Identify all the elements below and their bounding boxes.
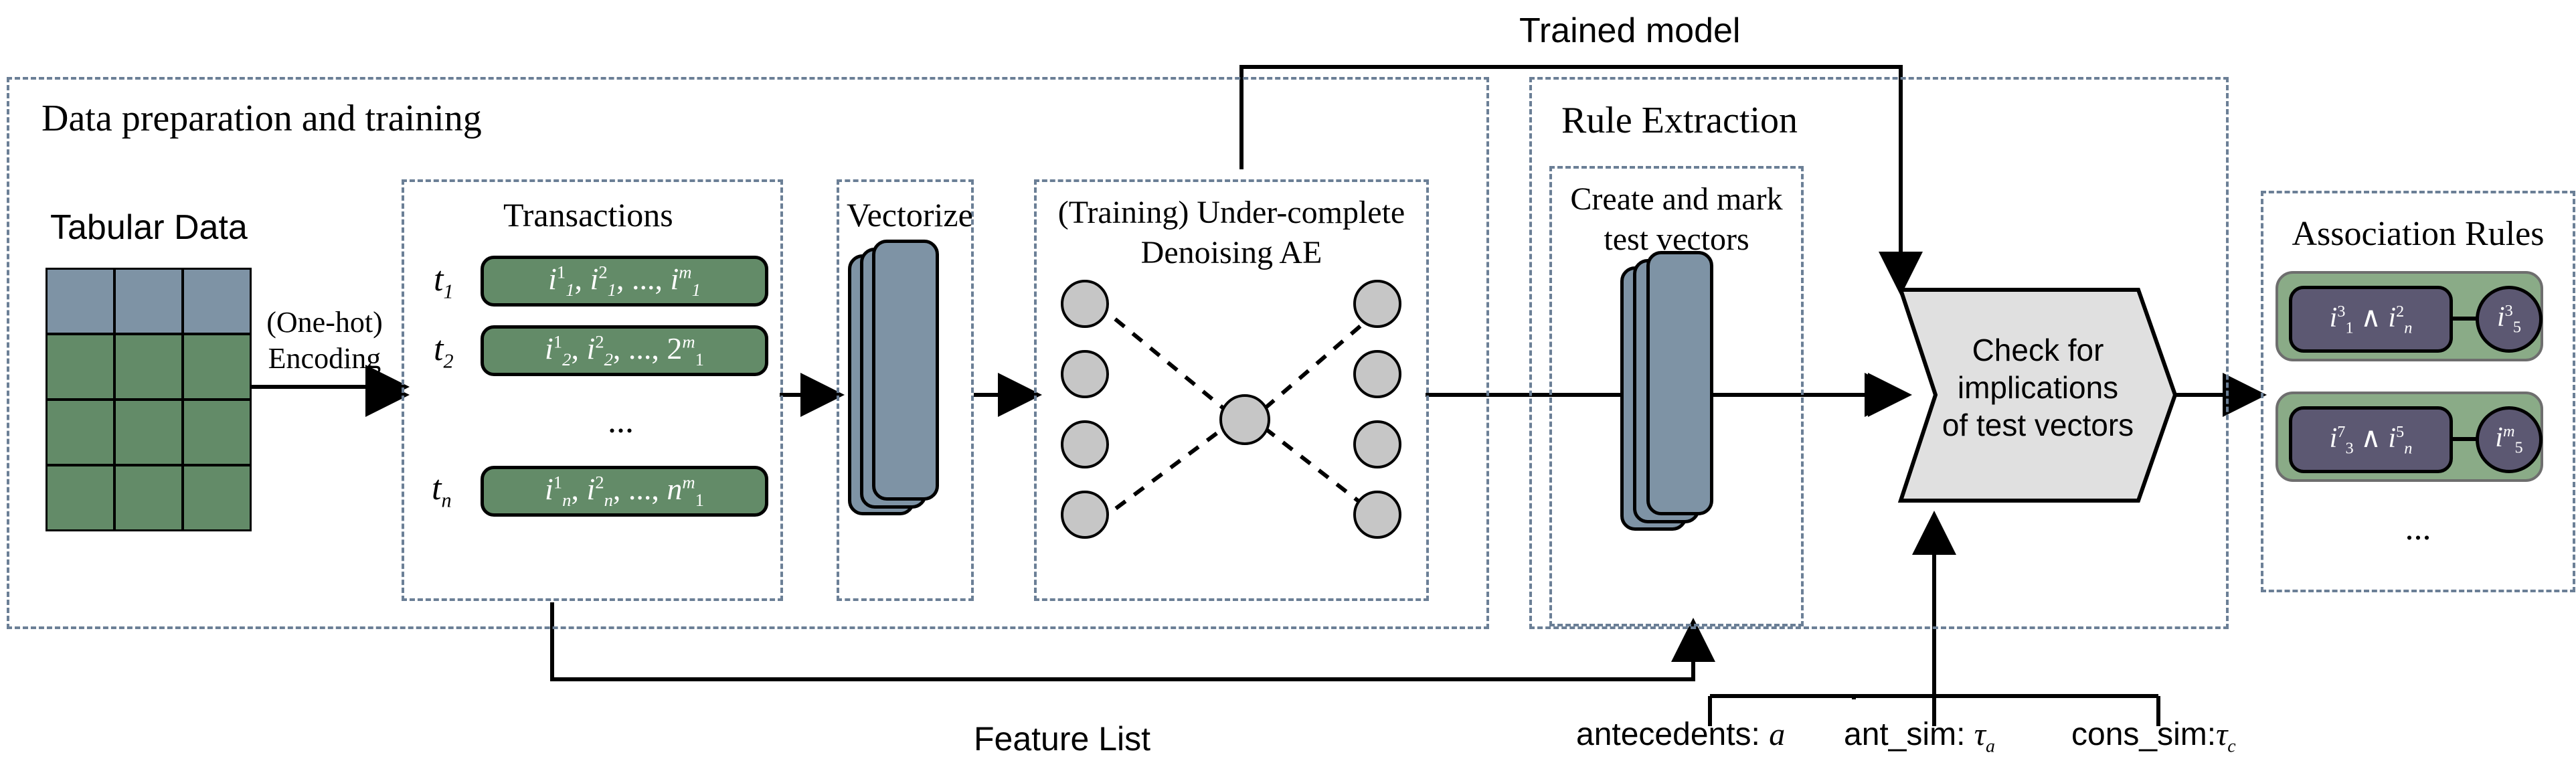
check-implications-node: Check for implications of test vectors <box>1897 288 2178 503</box>
t1-base: t <box>434 260 444 298</box>
table-cell <box>182 399 252 466</box>
table-cell <box>182 333 252 400</box>
ae-input-node-1 <box>1061 280 1109 328</box>
panel-association-rules <box>2261 191 2575 592</box>
transactions-title: Transactions <box>503 196 673 234</box>
param-ant-sim-label: ant_sim: <box>1844 717 1966 752</box>
ae-output-node-3 <box>1353 420 1401 468</box>
table-cell <box>46 464 115 531</box>
table-cell-header <box>114 268 183 335</box>
panel-title-association-rules: Association Rules <box>2292 215 2545 253</box>
panel-data-preparation <box>7 77 1489 629</box>
rule-2-consequent-text: im5 <box>2495 422 2523 457</box>
check-node-line3: of test vectors <box>1942 408 2134 443</box>
param-ant-sim-symbol: τ <box>1974 717 1986 752</box>
table-cell-header <box>46 268 115 335</box>
feature-list-label: Feature List <box>974 720 1151 758</box>
panel-rule-extraction <box>1529 77 2229 629</box>
check-node-line2: implications <box>1957 370 2119 406</box>
table-cell-header <box>182 268 252 335</box>
panel-title-data-preparation: Data preparation and training <box>41 98 482 139</box>
ae-output-node-2 <box>1353 350 1401 398</box>
param-ant-sim: ant_sim: τa <box>1844 716 1995 758</box>
table-cell <box>46 399 115 466</box>
tabular-data-title: Tabular Data <box>50 208 248 247</box>
check-node-line1: Check for <box>1972 333 2104 367</box>
hexagon-shape <box>1897 288 2178 503</box>
vectorize-title: Vectorize <box>847 196 973 234</box>
trained-model-label: Trained model <box>1519 11 1741 50</box>
vector-card-front <box>872 240 939 501</box>
feature-list-arrow <box>550 602 1715 681</box>
check-node-text: Check for implications of test vectors <box>1901 331 2175 444</box>
rule-1-consequent-text: i35 <box>2496 302 2522 337</box>
ae-input-node-2 <box>1061 350 1109 398</box>
tabular-data-grid <box>46 268 253 532</box>
test-vectors-title-line1: Create and mark <box>1570 181 1783 217</box>
rule-2-consequent: im5 <box>2476 406 2543 473</box>
autoencoder-title-line1: (Training) Under-complete <box>1057 195 1405 230</box>
ae-bottleneck-node <box>1219 394 1270 445</box>
panel-transactions <box>402 179 783 601</box>
transaction-row-t1: i11, i21, ..., im1 <box>481 256 768 307</box>
t2-sub: 2 <box>443 349 454 373</box>
association-rule-2: i73 ∧ i5n im5 <box>2276 392 2543 482</box>
table-cell <box>46 333 115 400</box>
transaction-row-t1-content: i11, i21, ..., im1 <box>548 262 701 300</box>
association-rule-1: i31 ∧ i2n i35 <box>2276 271 2543 361</box>
t2-base: t <box>434 330 444 368</box>
table-cell <box>114 333 183 400</box>
onehot-encoding-label: (One-hot) Encoding <box>258 305 392 376</box>
ae-output-node-4 <box>1353 491 1401 539</box>
param-antecedents-label: antecedents: <box>1576 717 1760 752</box>
param-cons-sim: cons_sim:τc <box>2071 716 2236 758</box>
panel-vectorize <box>837 179 974 601</box>
param-antecedents-symbol: a <box>1769 717 1786 752</box>
transaction-row-tn: i1n, i2n, ..., nm1 <box>481 466 768 517</box>
test-vector-card-front <box>1646 251 1713 515</box>
transaction-row-t2-content: i12, i22, ..., 2m1 <box>544 331 705 370</box>
table-cell <box>114 399 183 466</box>
panel-test-vectors <box>1549 166 1804 626</box>
transaction-label-tn: tn <box>432 468 452 512</box>
autoencoder-title-line2: Denoising AE <box>1140 235 1322 270</box>
transactions-ellipsis: ... <box>608 402 634 440</box>
tn-base: t <box>432 469 442 507</box>
t1-sub: 1 <box>443 280 454 303</box>
panel-title-rule-extraction: Rule Extraction <box>1561 100 1798 141</box>
transaction-label-t1: t1 <box>434 260 454 303</box>
table-cell <box>114 464 183 531</box>
test-vectors-title: Create and mark test vectors <box>1549 179 1804 260</box>
param-cons-sim-label: cons_sim: <box>2071 717 2217 752</box>
table-cell <box>182 464 252 531</box>
ae-output-node-1 <box>1353 280 1401 328</box>
transaction-label-t2: t2 <box>434 329 454 373</box>
onehot-line2: Encoding <box>268 341 381 375</box>
tn-sub: n <box>441 489 452 512</box>
param-antecedents: antecedents: a <box>1576 716 1785 753</box>
rule-1-antecedent: i31 ∧ i2n <box>2289 286 2453 353</box>
transaction-row-t2: i12, i22, ..., 2m1 <box>481 325 768 376</box>
ae-input-node-4 <box>1061 491 1109 539</box>
ae-input-node-3 <box>1061 420 1109 468</box>
rule-1-consequent: i35 <box>2476 286 2543 353</box>
param-cons-sim-symbol: τ <box>2216 717 2228 752</box>
onehot-line1: (One-hot) <box>266 306 383 339</box>
param-ant-sim-symbol-sub: a <box>1985 736 1995 757</box>
transaction-row-tn-content: i1n, i2n, ..., nm1 <box>544 472 705 511</box>
trained-model-arrow <box>1239 65 1923 296</box>
rule-1-antecedent-text: i31 ∧ i2n <box>2329 303 2413 337</box>
rule-2-antecedent: i73 ∧ i5n <box>2289 406 2453 473</box>
association-rules-ellipsis: ... <box>2405 509 2431 547</box>
panel-autoencoder <box>1034 179 1429 601</box>
rule-2-antecedent-text: i73 ∧ i5n <box>2329 423 2413 458</box>
param-cons-sim-symbol-sub: c <box>2227 736 2236 757</box>
autoencoder-title: (Training) Under-complete Denoising AE <box>1034 193 1429 273</box>
